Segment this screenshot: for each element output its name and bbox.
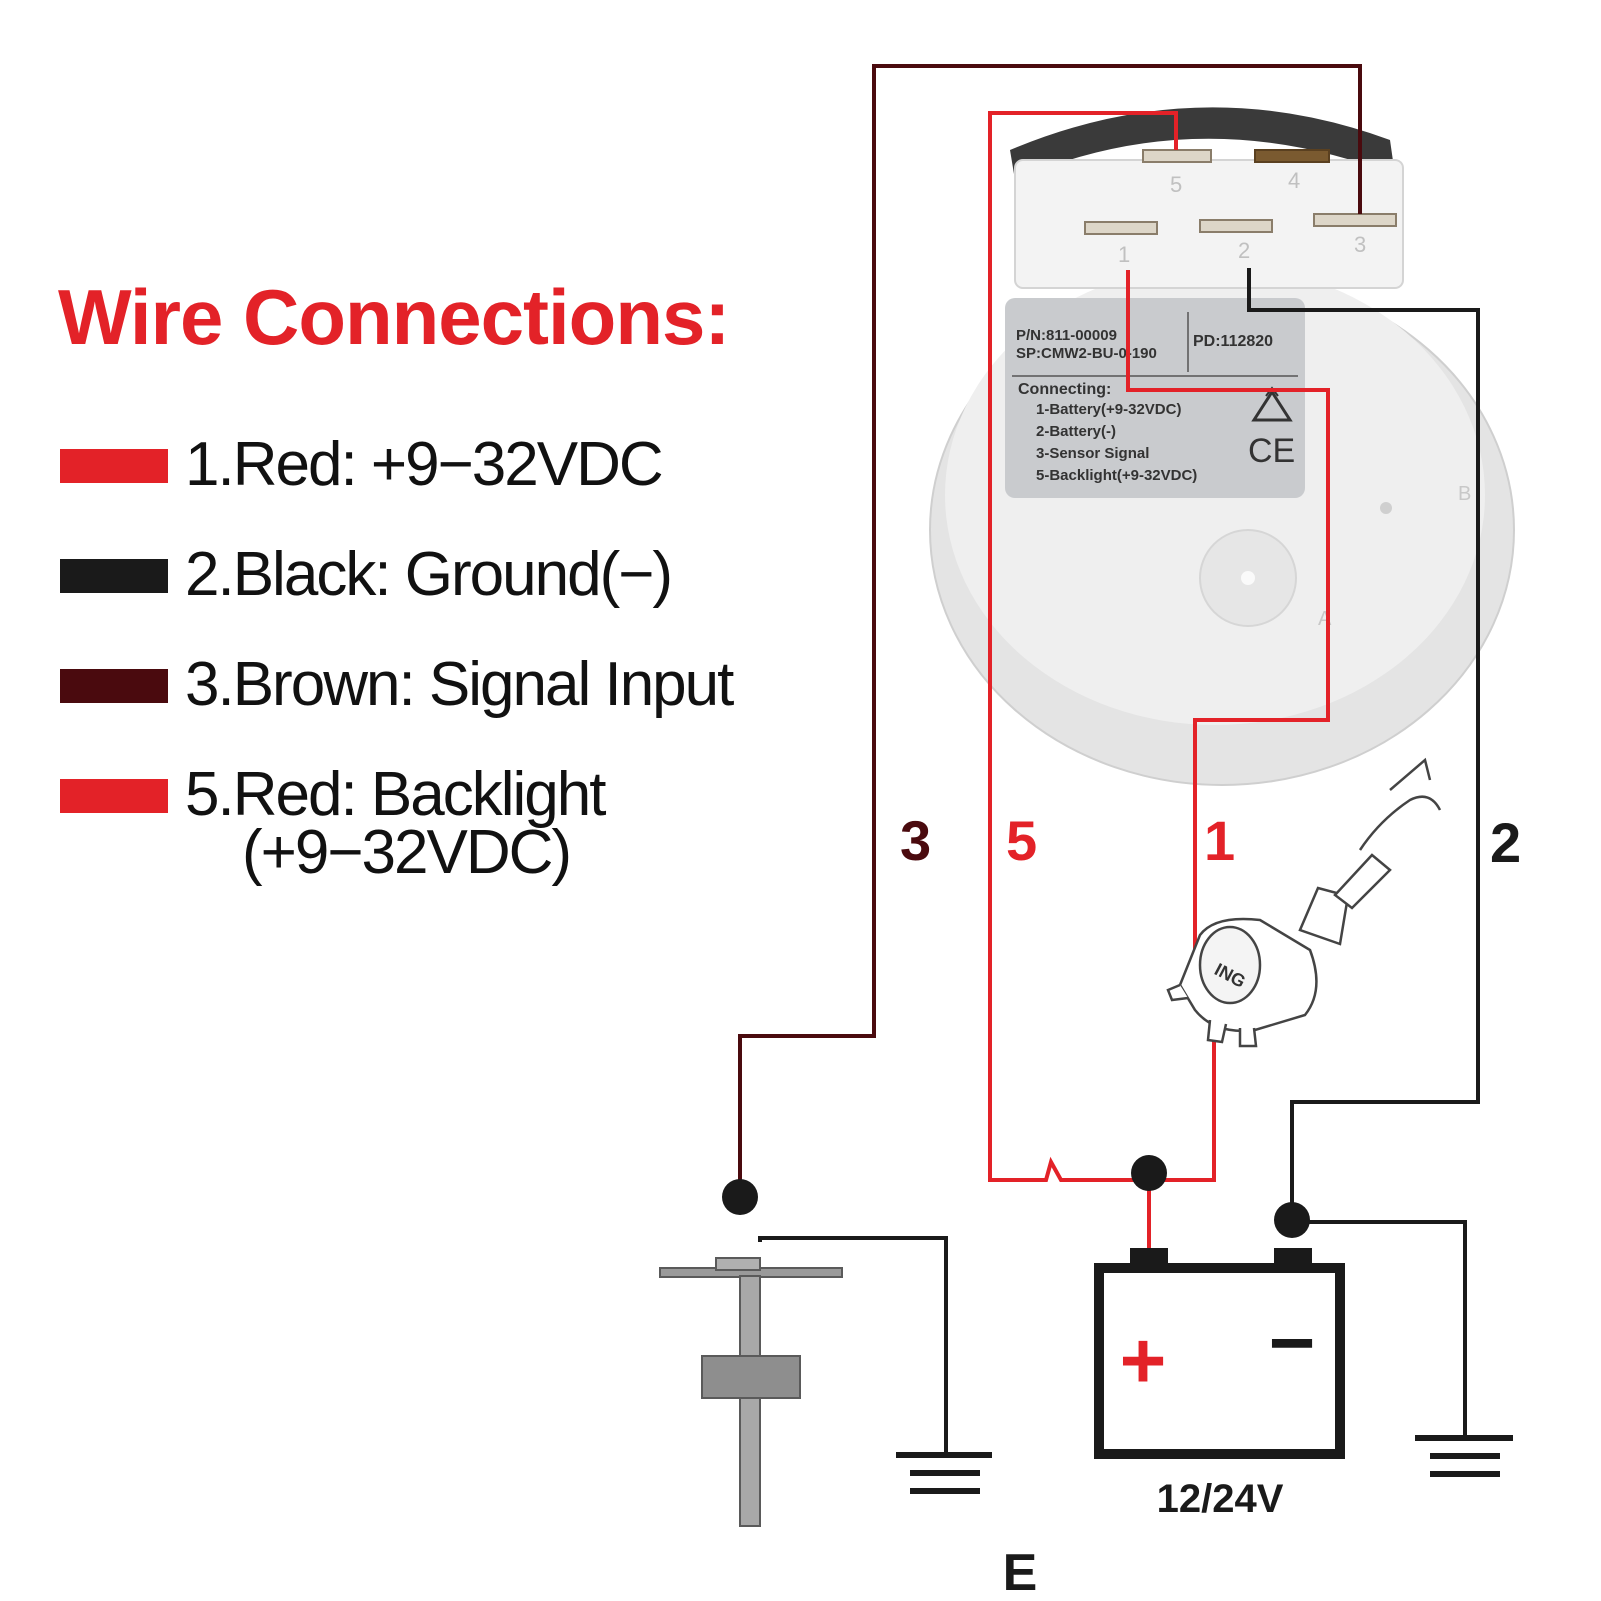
pin-number: 2 (1238, 238, 1250, 263)
ce-mark-icon: CE (1248, 432, 1295, 470)
pin-number: 1 (1118, 242, 1130, 267)
gauge-label-sticker: P/N:811-00009 SP:CMW2-BU-0-190 PD:112820… (1005, 298, 1305, 498)
pin-1 (1084, 221, 1158, 235)
wire-number-2: 2 (1490, 811, 1521, 874)
junction-dot (1274, 1202, 1310, 1238)
pd-number: PD:112820 (1193, 333, 1273, 350)
wire-3-brown (738, 64, 1362, 1195)
sensor-probe-icon (659, 1257, 843, 1527)
ground-symbol-icon (1415, 1435, 1513, 1477)
battery-voltage: 12/24V (1157, 1477, 1284, 1521)
wire-sensor-ground (758, 1236, 948, 1455)
title: Wire Connections: (58, 273, 730, 361)
connecting-line: 3-Sensor Signal (1036, 445, 1149, 462)
battery-minus: − (1269, 1298, 1316, 1387)
part-number: P/N:811-00009 (1016, 327, 1117, 344)
legend-label-continued: (+9−32VDC) (242, 818, 572, 887)
battery-icon: + − 12/24V (1094, 1248, 1345, 1521)
connecting-line: 5-Backlight(+9-32VDC) (1036, 467, 1197, 484)
sp-number: SP:CMW2-BU-0-190 (1016, 345, 1157, 362)
wire-number-5: 5 (1006, 809, 1037, 872)
junction-dot (722, 1179, 758, 1215)
wire-battery-minus (1292, 1220, 1467, 1438)
pin-5 (1142, 149, 1212, 163)
connecting-line: 1-Battery(+9-32VDC) (1036, 401, 1181, 418)
wire-2-black (1247, 268, 1480, 1222)
wire-1-red (1126, 270, 1330, 960)
legend-label: 1.Red: +9−32VDC (185, 430, 664, 499)
pin-number: 3 (1354, 232, 1366, 257)
wire-number-1: 1 (1204, 809, 1235, 872)
battery-plus: + (1120, 1316, 1167, 1405)
pin-number: 4 (1288, 168, 1300, 193)
pin-3 (1313, 213, 1397, 227)
legend-swatch (60, 779, 168, 813)
connecting-title: Connecting: (1018, 381, 1111, 398)
legend-swatch (60, 669, 168, 703)
connector-pins: 5 4 1 2 3 (1084, 149, 1397, 267)
junction-dot (1131, 1155, 1167, 1191)
legend-label: 2.Black: Ground(−) (185, 540, 673, 609)
connecting-line: 2-Battery(-) (1036, 423, 1116, 440)
ignition-switch-icon: ING (1166, 757, 1442, 1048)
pin-4 (1254, 149, 1330, 163)
pin-2 (1199, 219, 1273, 233)
legend-label: 3.Brown: Signal Input (185, 650, 734, 719)
ground-symbol-icon (896, 1452, 992, 1494)
legend-swatch (60, 559, 168, 593)
ground-label: E (1003, 1544, 1038, 1601)
legend-label: 5.Red: Backlight (185, 760, 606, 829)
legend-swatch (60, 449, 168, 483)
pin-number: 5 (1170, 172, 1182, 197)
side-letter: B (1458, 483, 1471, 505)
wire-number-3: 3 (900, 809, 931, 872)
